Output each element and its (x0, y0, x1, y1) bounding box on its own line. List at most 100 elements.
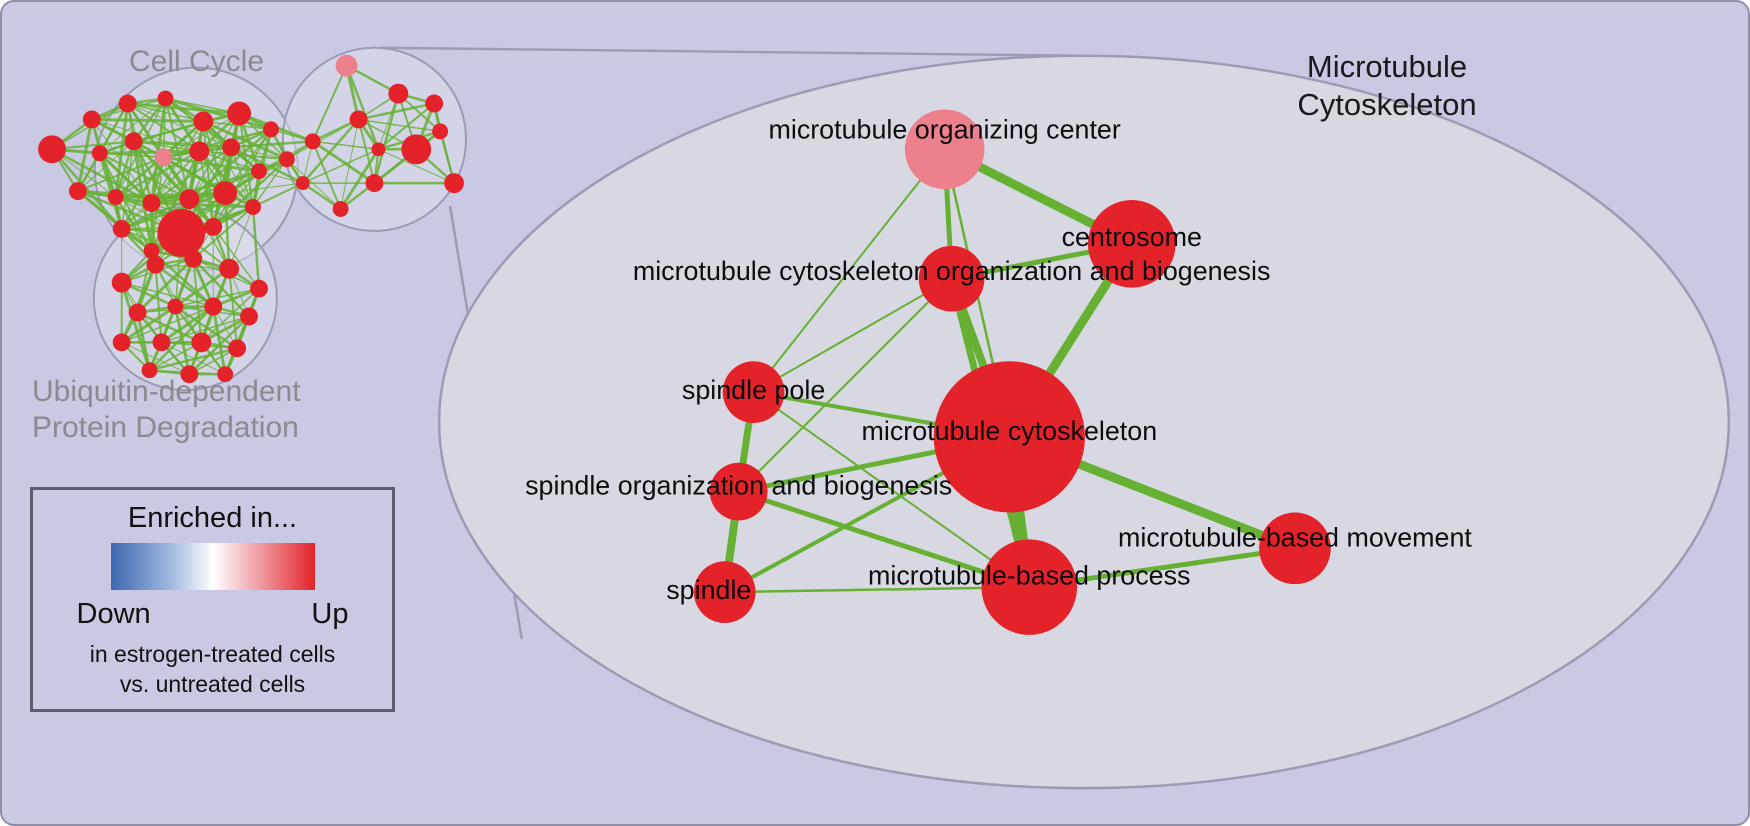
overview-node (141, 362, 158, 379)
overview-node (193, 111, 214, 132)
cluster-label-cell-cycle: Cell Cycle (128, 45, 265, 78)
overview-edge (121, 305, 214, 344)
overview-edge (311, 140, 342, 210)
legend-caption: in estrogen-treated cells vs. untreated … (90, 639, 335, 699)
overview-edge (115, 191, 226, 199)
overview-node (240, 307, 259, 326)
overview-edge (77, 140, 134, 192)
overview-node (191, 332, 212, 353)
edge-mcob-spole (752, 277, 953, 394)
overview-node (68, 182, 87, 201)
overview-node (425, 94, 444, 113)
overview-node (111, 272, 132, 293)
overview-edge (114, 103, 130, 198)
cluster-label-ubiquitin-line1: Ubiquitin-dependent (32, 375, 301, 408)
overview-edge (211, 306, 227, 375)
overview-edge (160, 305, 215, 344)
cluster-label-ubiquitin-line2: Protein Degradation (32, 411, 299, 444)
overview-edge (115, 150, 200, 198)
overview-edge (212, 226, 260, 290)
overview-edge (286, 158, 341, 210)
node-centrosome (1087, 200, 1176, 288)
overview-node (184, 249, 203, 268)
overview-node (432, 123, 449, 140)
overview-edge (120, 141, 135, 229)
overview-node (112, 333, 131, 352)
overview-edge (373, 93, 400, 184)
node-mcob (918, 245, 985, 312)
overview-node (213, 181, 238, 206)
overview-edge (301, 118, 360, 184)
overview-edge (339, 148, 380, 210)
overview-edge (148, 305, 215, 372)
overview-edge (133, 112, 240, 143)
overview-node (217, 366, 234, 383)
overview-edge (311, 140, 376, 185)
overview-node (295, 176, 310, 191)
node-mbp (981, 539, 1078, 635)
node-label-mbp: microtubule-based process (868, 560, 1190, 590)
overview-node (371, 142, 386, 157)
overview-node (227, 101, 252, 126)
overview-node (157, 90, 174, 107)
overview-node (128, 303, 147, 322)
node-label-sorg: spindle organization and biogenesis (525, 471, 952, 501)
overview-node (152, 333, 171, 352)
overview-edge (340, 119, 360, 210)
overview-edge (149, 347, 238, 372)
overview-node (107, 189, 124, 206)
overview-edge (154, 264, 163, 343)
overview-edge (173, 306, 191, 375)
overview-edge (120, 282, 151, 371)
overview-node (112, 219, 131, 238)
overview-edge (99, 152, 190, 200)
overview-edge (302, 148, 379, 184)
cluster-label-ubiquitin: Ubiquitin-dependent Protein Degradation (32, 374, 362, 446)
overview-edge (231, 146, 287, 160)
overview-edge (231, 140, 313, 149)
overview-node (250, 279, 268, 298)
overview-edge (120, 264, 157, 343)
overview-edge (175, 287, 260, 308)
overview-node (118, 94, 137, 113)
overview-edge (91, 118, 200, 152)
overview-edge (230, 146, 304, 185)
overview-edge (99, 149, 200, 155)
detail-cluster-title-line2: Cytoskeleton (1297, 87, 1477, 122)
overview-edge (228, 206, 254, 269)
legend: Enriched in... Down Up in estrogen-treat… (30, 487, 395, 712)
overview-edge (252, 182, 304, 208)
edge-spindle-mbp (723, 585, 1031, 594)
overview-edge (91, 117, 204, 123)
node-label-mbm: microtubule-based movement (1118, 522, 1472, 552)
legend-caption-line1: in estrogen-treated cells (89, 641, 336, 667)
overview-edge (378, 148, 455, 184)
overview-edge (99, 98, 166, 154)
overview-node (180, 365, 199, 384)
overview-edge (76, 119, 94, 192)
overview-edge (252, 158, 288, 208)
overview-node (365, 174, 384, 193)
overview-node (444, 173, 464, 194)
zoom-connector-line (380, 46, 1084, 57)
legend-down-label: Down (76, 598, 151, 630)
overview-edge (225, 182, 303, 194)
node-mbm (1259, 512, 1331, 585)
node-label-moc: microtubule organizing center (768, 114, 1120, 144)
overview-edge (121, 150, 200, 230)
overview-node (82, 110, 101, 129)
overview-node (91, 145, 108, 162)
overview-edge (150, 146, 232, 204)
overview-node (157, 208, 206, 257)
overview-node (146, 255, 165, 274)
overview-node (332, 201, 349, 217)
overview-edge (114, 140, 135, 198)
overview-edge (358, 118, 441, 133)
overview-edge (120, 305, 177, 344)
node-label-centrosome: centrosome (1062, 222, 1202, 252)
edge-spole-mbp (752, 391, 1031, 589)
edge-mcob-sorg (737, 277, 953, 493)
overview-edge (228, 268, 239, 349)
overview-node (228, 339, 247, 358)
